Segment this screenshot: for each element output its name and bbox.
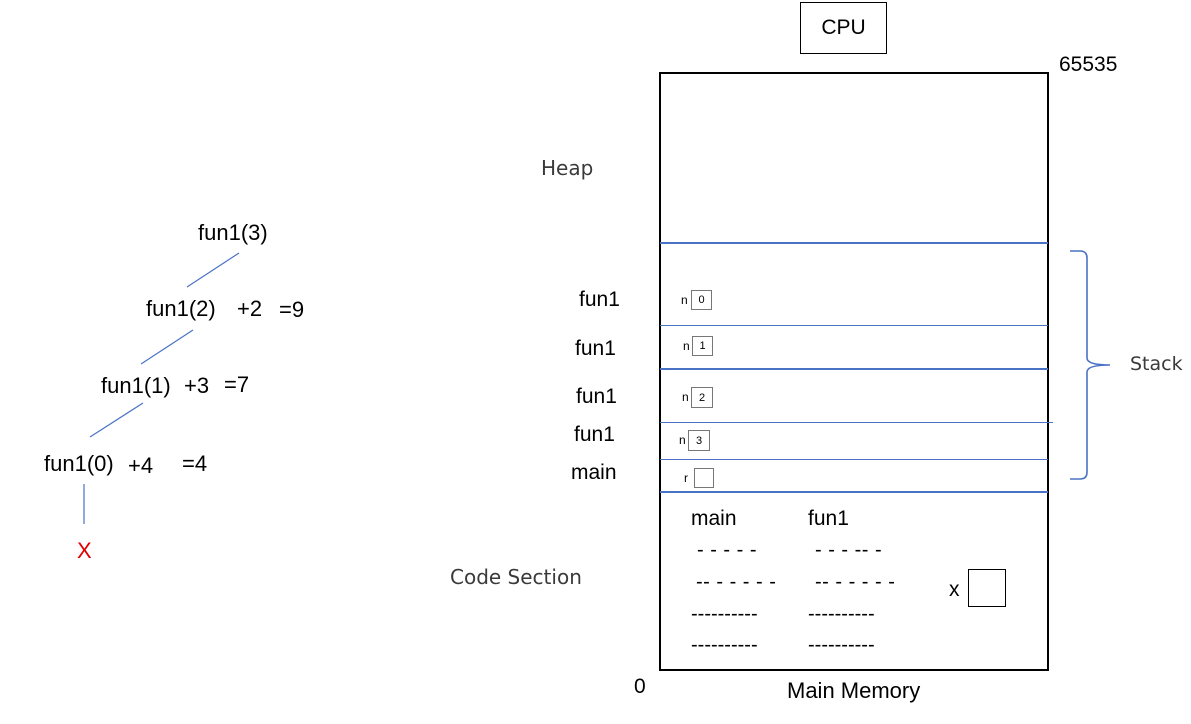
memory-caption: Main Memory: [787, 678, 921, 703]
global-var-label: x: [949, 578, 960, 601]
tree-result-level3: =4: [182, 451, 208, 476]
frame-value-1: 1: [699, 340, 706, 352]
tree-add-level3: +4: [128, 453, 154, 478]
frame-cell-2: 2: [691, 387, 713, 408]
stack-code-divider: [660, 491, 1048, 493]
code-fun1-line-2: -- - - - - -: [815, 571, 896, 593]
frame-var-3: n: [679, 433, 686, 447]
tree-result-level2: =7: [224, 372, 250, 397]
frame-name-1: fun1: [575, 337, 616, 360]
frame-name-0: fun1: [579, 288, 620, 311]
tree-add-level1: +2: [237, 296, 263, 321]
frame-cell-4: [694, 468, 714, 488]
code-main-line-1: - - - - -: [697, 539, 758, 561]
code-fun1-line-3: ----------: [808, 603, 875, 625]
code-fun1-title: fun1: [808, 507, 849, 530]
frame-var-0: n: [681, 293, 688, 307]
frame-name-4: main: [571, 461, 617, 484]
heap-label: Heap: [541, 156, 594, 180]
frame-cell-3: 3: [688, 430, 710, 451]
tree-call-level3: fun1(0): [44, 451, 114, 476]
tree-edge-1-0: [89, 402, 144, 438]
heap-stack-divider: [660, 242, 1048, 244]
tree-result-level1: =9: [279, 297, 305, 322]
tree-root: fun1(3): [198, 220, 268, 245]
code-fun1-line-1: - - - -- -: [815, 539, 883, 561]
frame-cell-0: 0: [691, 290, 712, 310]
top-address: 65535: [1059, 53, 1118, 76]
code-fun1-line-4: ----------: [808, 634, 875, 656]
tree-call-level2: fun1(1): [101, 373, 171, 398]
stack-label: Stack: [1130, 353, 1183, 375]
code-main-line-2: -- - - - - -: [696, 571, 777, 593]
code-section-label: Code Section: [450, 565, 582, 589]
cpu-box: CPU: [800, 2, 887, 54]
code-main-line-4: ----------: [691, 634, 758, 656]
frame-divider-4: [660, 459, 1048, 460]
frame-value-0: 0: [698, 294, 705, 306]
frame-var-1: n: [683, 339, 690, 353]
tree-edge-3-2: [186, 252, 240, 288]
frame-name-3: fun1: [574, 423, 615, 446]
stack-brace: [1070, 250, 1111, 480]
bottom-address: 0: [634, 675, 646, 698]
frame-divider-2: [660, 368, 1048, 370]
code-main-line-3: ----------: [691, 603, 758, 625]
tree-edge-2-1: [140, 329, 194, 365]
main-memory: [659, 72, 1049, 671]
cpu-label: CPU: [821, 16, 866, 39]
frame-var-4: r: [684, 471, 688, 485]
frame-divider-1: [660, 325, 1048, 326]
frame-value-3: 3: [695, 434, 703, 447]
tree-call-level1: fun1(2): [146, 296, 216, 321]
global-var-cell: [968, 569, 1006, 607]
frame-value-2: 2: [698, 391, 706, 404]
frame-var-2: n: [682, 390, 689, 404]
frame-divider-3: [660, 422, 1053, 423]
frame-cell-1: 1: [692, 336, 713, 356]
frame-name-2: fun1: [576, 385, 617, 408]
tree-end-marker: X: [77, 538, 92, 563]
code-main-title: main: [691, 507, 737, 530]
tree-add-level2: +3: [184, 373, 210, 398]
